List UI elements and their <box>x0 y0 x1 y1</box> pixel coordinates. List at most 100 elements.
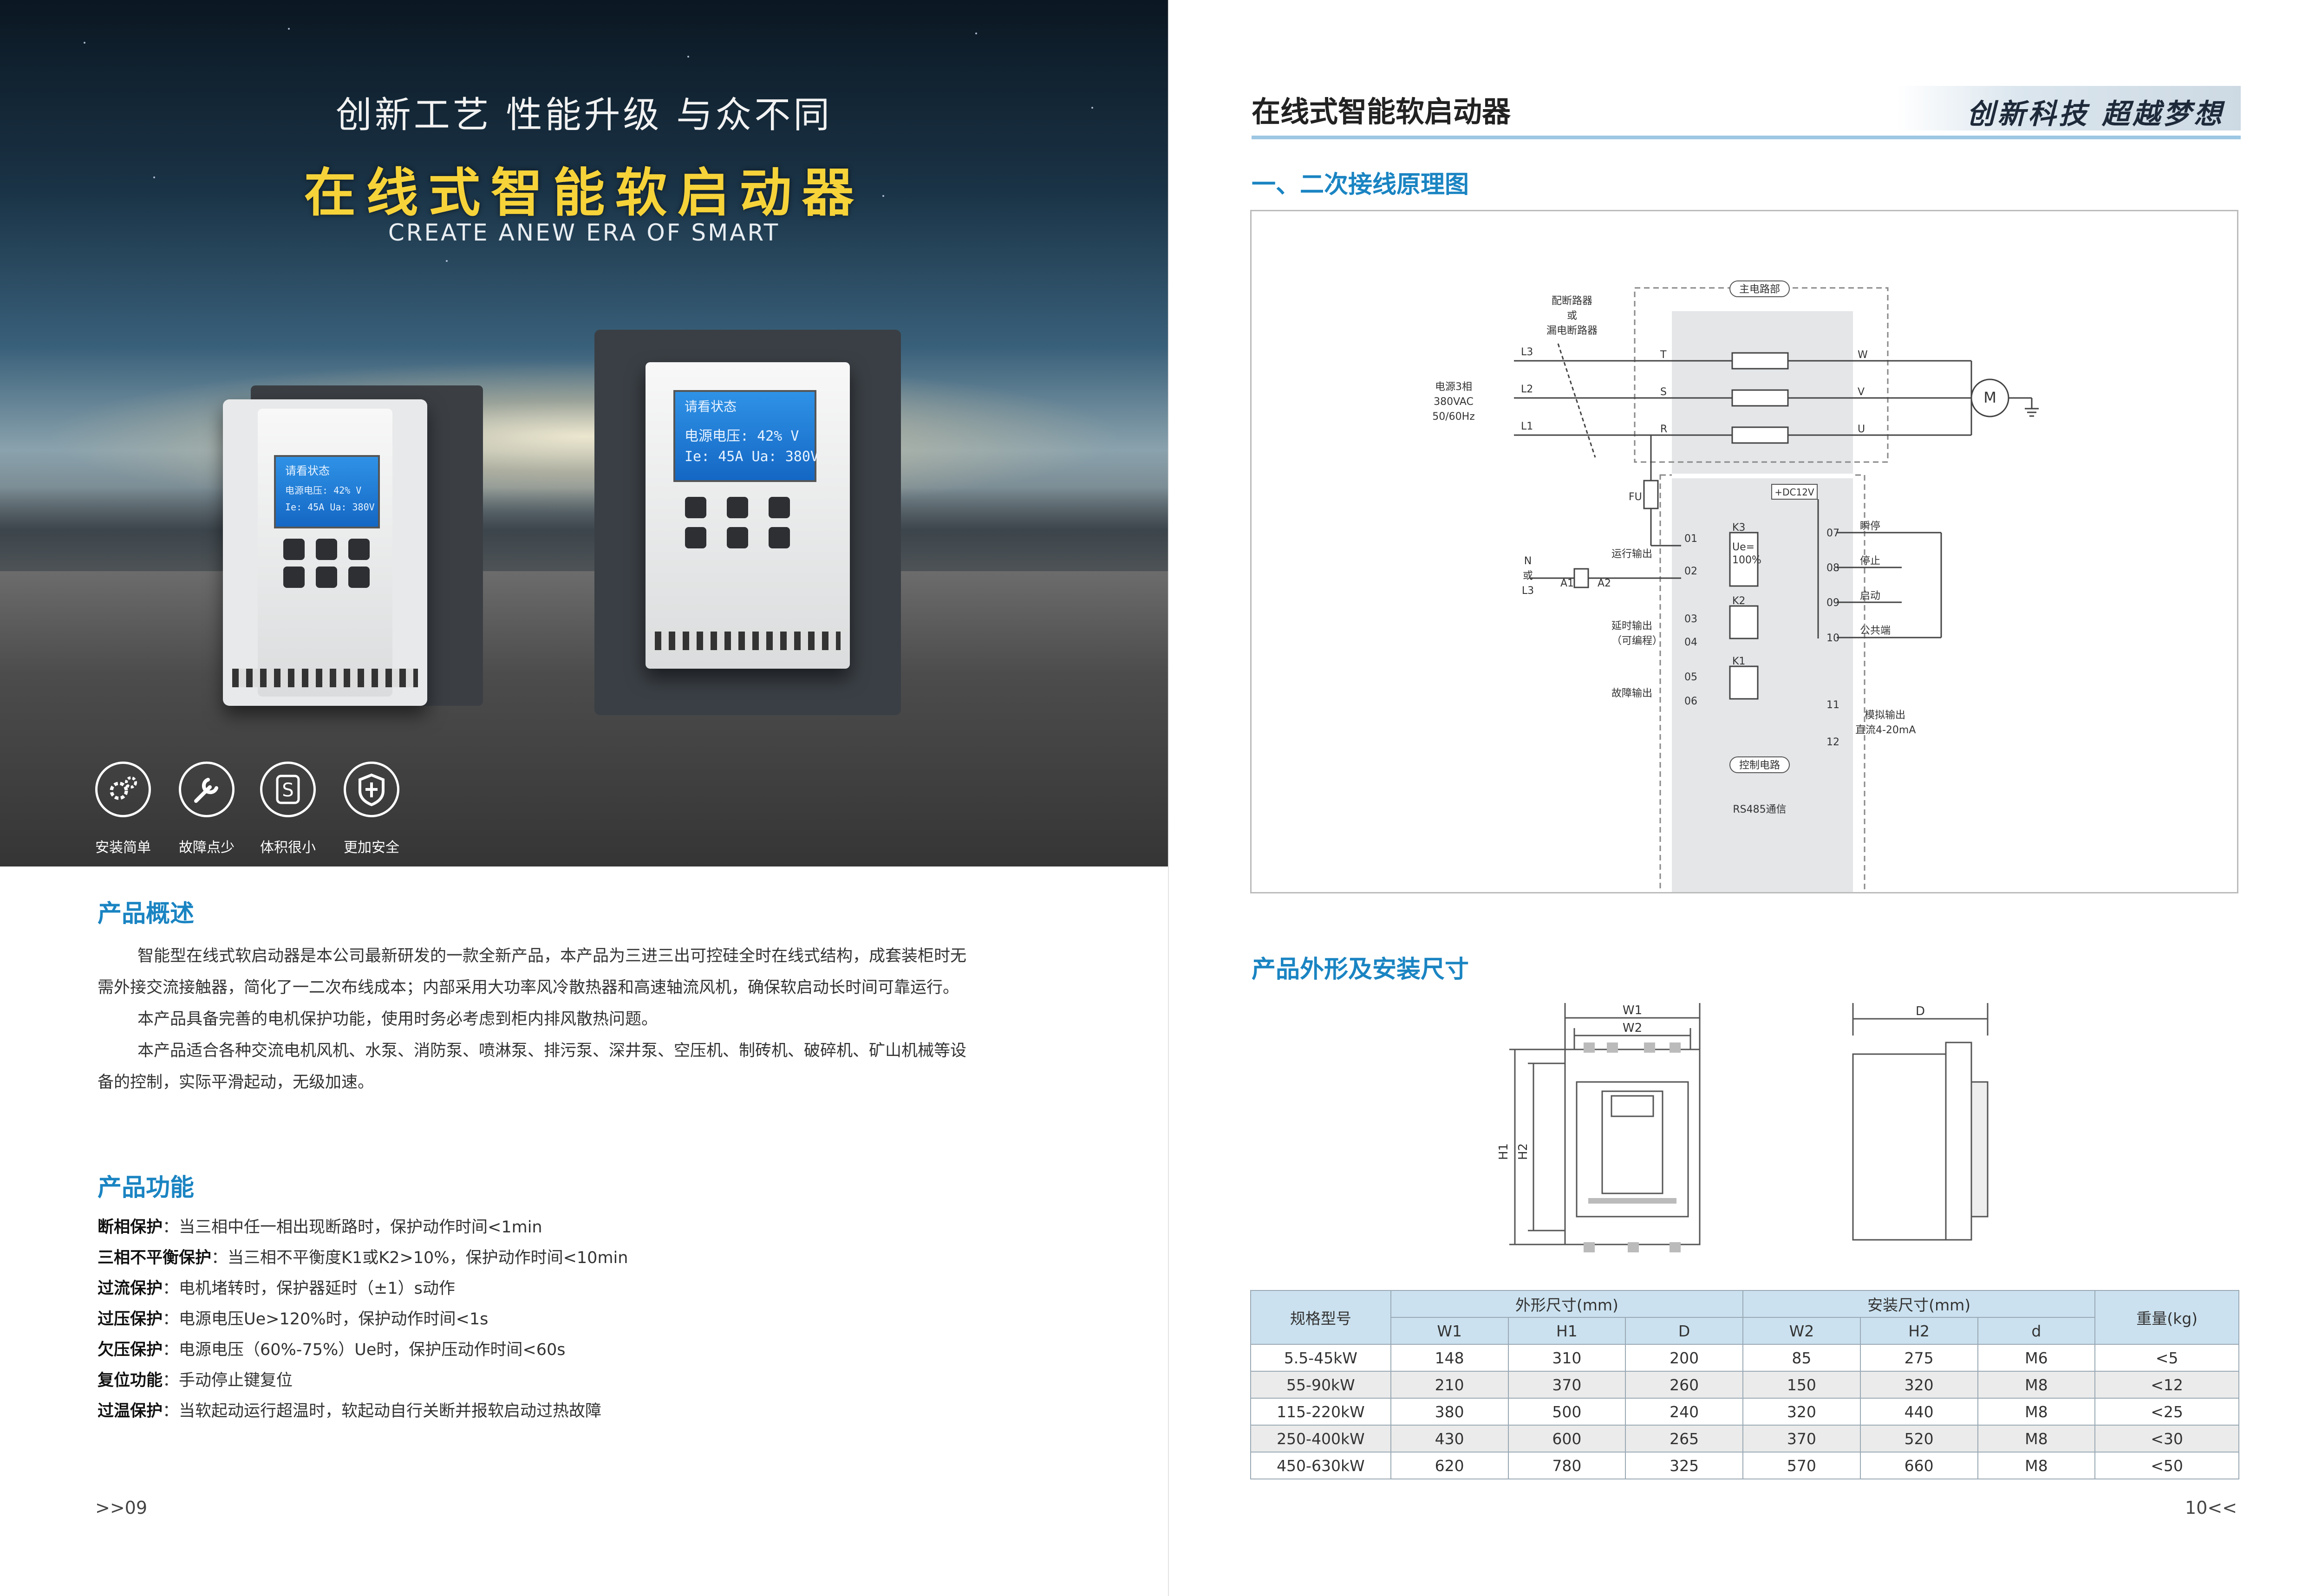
control-input-label: 瞬停 <box>1860 521 1880 532</box>
wiring-diagram-frame: 主电路部 控制电路 配断路器 或 漏电断路器 电源3相 380VAC 50/60… <box>1250 210 2238 1017</box>
feature-label: 更加安全 <box>344 840 399 856</box>
s-icon: S <box>260 762 316 817</box>
h2-label: H2 <box>1516 1143 1530 1160</box>
table-row: 55-90kW 210 370 260 150 320 M8 <12 <box>1250 1371 2239 1399</box>
table-row: 250-400kW 430 600 265 370 520 M8 <30 <box>1250 1425 2239 1453</box>
function-item: 断相保护：当三相中任一相出现断路时，保护动作时间<1min <box>98 1218 542 1237</box>
device-button <box>769 527 790 548</box>
device-button <box>727 497 748 518</box>
control-input-label: 停止 <box>1860 555 1880 567</box>
breaker-label: 或 <box>1567 310 1577 322</box>
overview-paragraph: 智能型在线式软启动器是本公司最新研发的一款全新产品，本产品为三进三出可控硅全时在… <box>137 947 967 965</box>
table-subheader: H2 <box>1859 1317 1978 1345</box>
overview-paragraph: 需外接交流接触器，简化了一二次布线成本；内部采用大功率风冷散热器和高速轴流风机，… <box>98 978 959 997</box>
terminal-label: 08 <box>1826 562 1839 574</box>
run-output-label: 运行输出 <box>1611 548 1652 560</box>
table-cell: M8 <box>1977 1425 2096 1453</box>
table-cell: 520 <box>1859 1425 1978 1453</box>
table-cell: 240 <box>1625 1398 1743 1426</box>
table-cell: 320 <box>1859 1371 1978 1399</box>
feature-label: 安装简单 <box>95 840 151 856</box>
terminal-label: 01 <box>1684 533 1697 545</box>
feature-label: 体积很小 <box>260 840 316 856</box>
device-lcd-large: 请看状态 电源电压: 42% V Ie: 45A Ua: 380V <box>673 390 819 482</box>
breaker-label: 漏电断路器 <box>1546 325 1598 337</box>
terminal-label: 04 <box>1684 637 1697 648</box>
terminal-label: 07 <box>1826 528 1839 539</box>
page-number-right: 10<< <box>2185 1498 2237 1518</box>
table-cell: M8 <box>1977 1398 2096 1426</box>
w2-label: W2 <box>1623 1021 1642 1035</box>
device-button <box>283 567 305 588</box>
output-terminal: V <box>1858 386 1865 398</box>
ue-label: Ue= <box>1732 541 1755 553</box>
h1-label: H1 <box>1497 1143 1511 1160</box>
device-lcd-small: 请看状态 电源电压: 42% V Ie: 45A Ua: 380V <box>274 455 380 528</box>
table-cell: 85 <box>1742 1344 1861 1372</box>
hero-slogan: 创新工艺 性能升级 与众不同 <box>335 94 833 136</box>
table-header: 外形尺寸(mm) <box>1390 1290 1744 1318</box>
a2-label: A2 <box>1598 578 1611 589</box>
wiring-diagram: 主电路部 控制电路 配断路器 或 漏电断路器 电源3相 380VAC 50/60… <box>1432 280 2039 1017</box>
table-subheader: W1 <box>1390 1317 1509 1345</box>
table-cell: 275 <box>1859 1344 1978 1372</box>
table-header: 安装尺寸(mm) <box>1742 1290 2096 1318</box>
device-button <box>685 527 706 548</box>
control-input-label: 启动 <box>1860 590 1880 602</box>
table-cell: 310 <box>1507 1344 1626 1372</box>
front-view-drawing: W1 W2 H1 H2 <box>1497 1003 1701 1252</box>
terminal-label: 09 <box>1826 597 1839 609</box>
function-item: 过压保护：电源电压Ue>120%时，保护动作时间<1s <box>98 1310 489 1329</box>
analog-output-label: 直流4-20mA <box>1855 724 1916 736</box>
overview-paragraph: 本产品适合各种交流电机风机、水泵、消防泵、喷淋泵、排污泵、深井泵、空压机、制砖机… <box>137 1042 967 1060</box>
function-item: 过温保护：当软起动运行超温时，软起动自行关断并报软启动过热故障 <box>98 1402 602 1420</box>
input-terminal: S <box>1660 386 1667 398</box>
star <box>882 195 884 197</box>
neutral-label: L3 <box>1522 585 1534 597</box>
table-cell: 250-400kW <box>1250 1425 1391 1453</box>
overview-text: 智能型在线式软启动器是本公司最新研发的一款全新产品，本产品为三进三出可控硅全时在… <box>98 940 1036 1098</box>
side-view-drawing: D <box>1852 1003 1989 1241</box>
page-spine <box>1168 0 1169 1596</box>
table-cell: 660 <box>1859 1452 1978 1479</box>
terminal-label: 03 <box>1684 613 1697 625</box>
hero-title: 在线式智能软启动器 <box>304 163 864 223</box>
table-cell: 320 <box>1742 1398 1861 1426</box>
table-cell: 148 <box>1390 1344 1509 1372</box>
table-cell: 440 <box>1859 1398 1978 1426</box>
k1-label: K1 <box>1732 656 1745 667</box>
ground <box>0 571 1168 866</box>
table-cell: 200 <box>1625 1344 1743 1372</box>
star <box>1091 107 1093 109</box>
table-cell: 5.5-45kW <box>1250 1344 1391 1372</box>
star <box>153 176 155 178</box>
device-button <box>316 539 337 560</box>
table-cell: <5 <box>2094 1344 2239 1372</box>
table-cell: M8 <box>1977 1452 2096 1479</box>
table-cell: <25 <box>2094 1398 2239 1426</box>
functions-heading: 产品功能 <box>98 1174 195 1202</box>
table-subheader: H1 <box>1507 1317 1626 1345</box>
terminal-label: 06 <box>1684 696 1697 707</box>
control-circuit-label: 控制电路 <box>1739 760 1780 771</box>
ue-label: 100% <box>1732 554 1761 566</box>
d-label: D <box>1916 1004 1925 1018</box>
table-cell: 260 <box>1625 1371 1743 1399</box>
table-header: 重量(kg) <box>2094 1290 2239 1345</box>
table-cell: M6 <box>1977 1344 2096 1372</box>
table-cell: <30 <box>2094 1425 2239 1453</box>
output-terminal: W <box>1858 349 1868 361</box>
table-subheader: D <box>1625 1317 1743 1345</box>
power-label: 50/60Hz <box>1432 411 1475 423</box>
output-terminal: U <box>1858 423 1865 435</box>
table-cell: 150 <box>1742 1371 1861 1399</box>
analog-output-label: 模拟输出 <box>1865 710 1905 721</box>
k2-label: K2 <box>1732 595 1745 607</box>
table-cell: 55-90kW <box>1250 1371 1391 1399</box>
terminal-label: 02 <box>1684 566 1697 577</box>
table-cell: 780 <box>1507 1452 1626 1479</box>
spec-table: 规格型号 外形尺寸(mm) 安装尺寸(mm) 重量(kg) W1 H1 D W2… <box>1250 1290 2239 1479</box>
line-label: L3 <box>1521 346 1533 358</box>
line-label: L1 <box>1521 421 1533 432</box>
device-button <box>685 497 706 518</box>
